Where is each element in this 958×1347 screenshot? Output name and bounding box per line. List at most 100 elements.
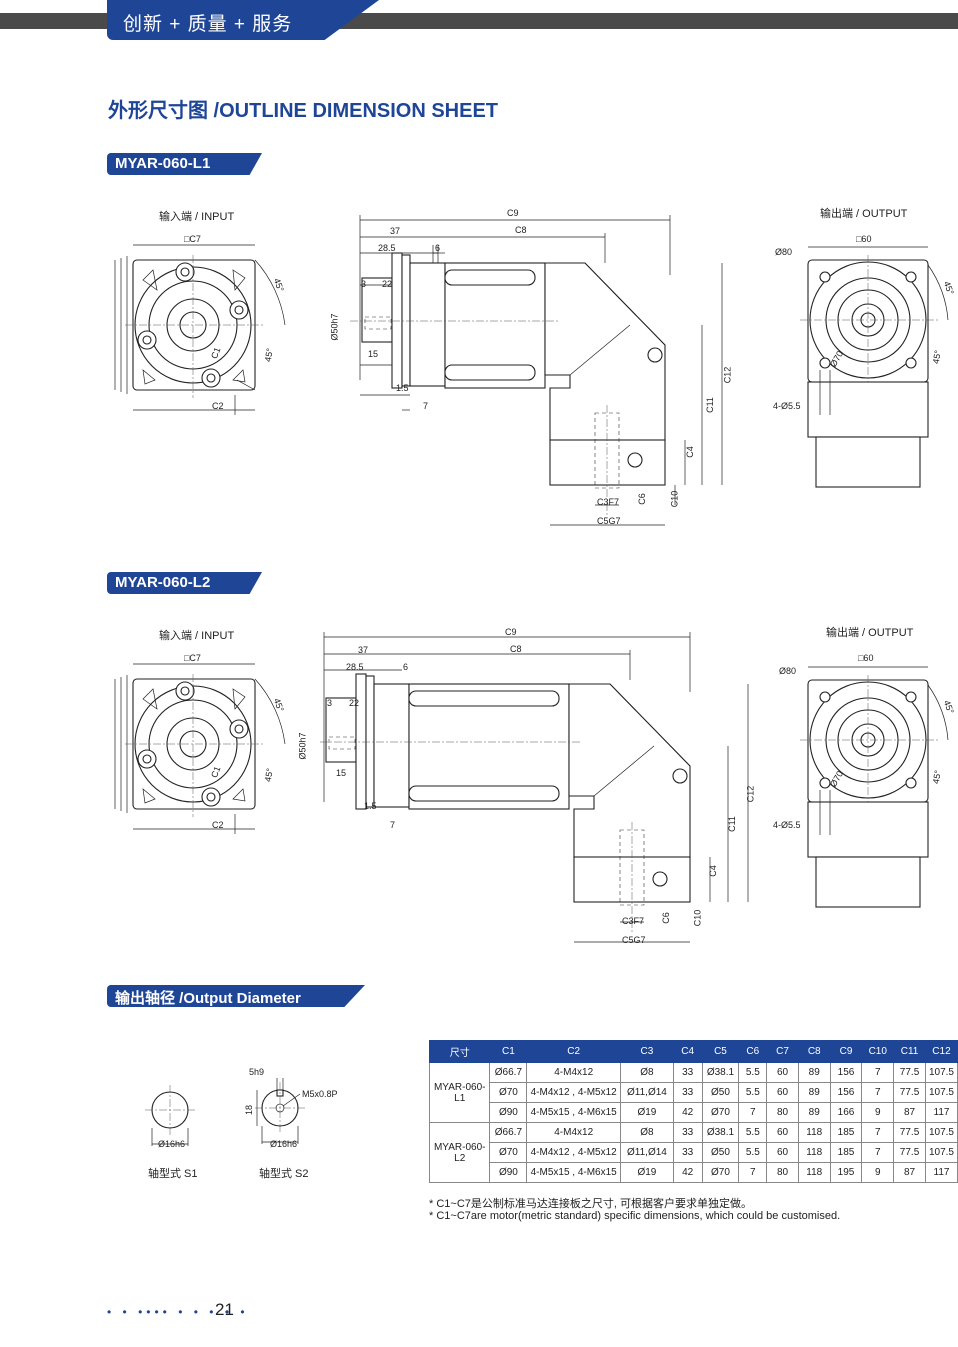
- cell: 87: [893, 1102, 926, 1123]
- cell: 107.5: [924, 1082, 958, 1103]
- cell: 33: [672, 1142, 703, 1163]
- dim-holes-l2: 4-Ø5.5: [773, 820, 801, 830]
- s1-label: 轴型式 S1: [148, 1168, 198, 1180]
- cell: Ø38.1: [701, 1122, 740, 1143]
- dim-37-l1: 37: [390, 226, 401, 236]
- table-row: MYAR-060-L2 Ø66.7 4-M4x12 Ø8 33 Ø38.1 5.…: [428, 1122, 958, 1183]
- output-label-l1: 输出端 / OUTPUT: [820, 208, 908, 220]
- cell: Ø90: [489, 1162, 528, 1183]
- cell: 80: [766, 1102, 799, 1123]
- dim-c4-l2: C4: [707, 865, 718, 877]
- th-c10: C10: [861, 1040, 895, 1063]
- cell: Ø8: [620, 1062, 674, 1083]
- cell: 9: [861, 1102, 895, 1123]
- cell: 117: [924, 1102, 958, 1123]
- cell: 7: [861, 1122, 895, 1143]
- s1-dia: Ø16h6: [158, 1139, 186, 1149]
- dim-phi50-l2: Ø50h7: [297, 732, 308, 760]
- cell: 89: [797, 1102, 831, 1123]
- cell: 89: [797, 1062, 831, 1083]
- cell: Ø66.7: [489, 1122, 528, 1143]
- table-model-l1: MYAR-060-L1: [428, 1062, 491, 1123]
- dim-c7-l2: □C7: [184, 653, 201, 663]
- page-number: 21: [215, 1300, 234, 1319]
- dim-c3-l2: C3F7: [622, 916, 645, 926]
- cell: 87: [893, 1162, 926, 1183]
- output-diameter-tag: 输出轴径 /Output Diameter: [107, 985, 365, 1007]
- cell: Ø11,Ø14: [620, 1142, 674, 1163]
- dim-c6-l1: C6: [636, 493, 647, 505]
- cell: 185: [829, 1142, 863, 1163]
- dim-c2-l2: C2: [212, 820, 224, 830]
- cell: 118: [797, 1122, 831, 1143]
- dim-c9-l2: C9: [505, 627, 517, 637]
- cell: Ø38.1: [701, 1062, 740, 1083]
- dim-15-l2: 15: [336, 768, 347, 778]
- cell: 7: [738, 1162, 768, 1183]
- dim-285-l2: 28.5: [346, 662, 364, 672]
- note-en: * C1~C7are motor(metric standard) specif…: [429, 1210, 841, 1222]
- cell: 118: [797, 1162, 831, 1183]
- cell: 4-M4x12 , 4-M5x12: [526, 1082, 622, 1103]
- cell: 4-M5x15 , 4-M6x15: [526, 1102, 622, 1123]
- dim-sq60-l1: □60: [856, 234, 872, 244]
- cell: 42: [672, 1102, 703, 1123]
- cell: 77.5: [893, 1082, 926, 1103]
- cell: 166: [829, 1102, 863, 1123]
- cell: 33: [672, 1062, 703, 1083]
- cell: 156: [829, 1082, 863, 1103]
- dim-phi80-l2: Ø80: [779, 666, 797, 676]
- model-tag-l1: MYAR-060-L1: [107, 153, 262, 175]
- cell: 77.5: [893, 1122, 926, 1143]
- cell: 5.5: [738, 1122, 768, 1143]
- model-tag-l2: MYAR-060-L2: [107, 572, 262, 594]
- th-size: 尺寸: [428, 1040, 491, 1063]
- cell: 80: [766, 1162, 799, 1183]
- dim-c11-l1: C11: [704, 397, 715, 413]
- dim-c9-l1: C9: [507, 208, 519, 218]
- dim-c12-l1: C12: [722, 366, 733, 384]
- cell: Ø19: [620, 1102, 674, 1123]
- cell: 195: [829, 1162, 863, 1183]
- cell: 7: [738, 1102, 768, 1123]
- table-header-row: 尺寸 C1 C2 C3 C4 C5 C6 C7 C8 C9 C10 C11 C1…: [428, 1040, 958, 1063]
- dim-c2-l1: C2: [212, 401, 224, 411]
- cell: Ø19: [620, 1162, 674, 1183]
- input-label-l2: 输入端 / INPUT: [159, 630, 235, 642]
- th-c6: C6: [738, 1040, 768, 1063]
- cell: 60: [766, 1082, 799, 1103]
- shaft-s1-drawing: [145, 1085, 195, 1146]
- th-c11: C11: [893, 1040, 926, 1063]
- cell: 5.5: [738, 1142, 768, 1163]
- cell: 185: [829, 1122, 863, 1143]
- dim-7-l2: 7: [390, 820, 396, 830]
- input-flange-drawing-l2: [114, 663, 286, 834]
- footer-dots: • • •••• • • • • •: [107, 1305, 249, 1319]
- dim-c10-l1: C10: [669, 490, 680, 508]
- dim-c12-l2: C12: [745, 785, 756, 803]
- th-c4: C4: [672, 1040, 703, 1063]
- dim-holes-l1: 4-Ø5.5: [773, 401, 801, 411]
- cell: 60: [766, 1142, 799, 1163]
- s2-key: 5h9: [249, 1067, 265, 1077]
- dimension-table: 尺寸 C1 C2 C3 C4 C5 C6 C7 C8 C9 C10 C11 C1…: [428, 1040, 958, 1183]
- side-view-drawing-l1: [350, 215, 723, 526]
- cell: 107.5: [924, 1062, 958, 1083]
- dim-15-l1: 15: [368, 349, 379, 359]
- page-footer: • • •••• • • • • • 21: [107, 1300, 249, 1321]
- cell: 5.5: [738, 1082, 768, 1103]
- dim-15b-l2: 1.5: [364, 801, 377, 811]
- cell: Ø70: [701, 1102, 740, 1123]
- dim-3-l2: 3: [327, 698, 333, 708]
- cell: 4-M5x15 , 4-M6x15: [526, 1162, 622, 1183]
- cell: 60: [766, 1062, 799, 1083]
- dim-sq60-l2: □60: [858, 653, 874, 663]
- s2-thread: M5x0.8P: [302, 1089, 338, 1099]
- output-flange-drawing-l1: [800, 246, 949, 488]
- side-view-drawing-l2: [320, 632, 749, 943]
- th-c8: C8: [797, 1040, 831, 1063]
- cell: 77.5: [893, 1142, 926, 1163]
- cell: 9: [861, 1162, 895, 1183]
- cell: 117: [924, 1162, 958, 1183]
- dim-c4-l1: C4: [684, 446, 695, 458]
